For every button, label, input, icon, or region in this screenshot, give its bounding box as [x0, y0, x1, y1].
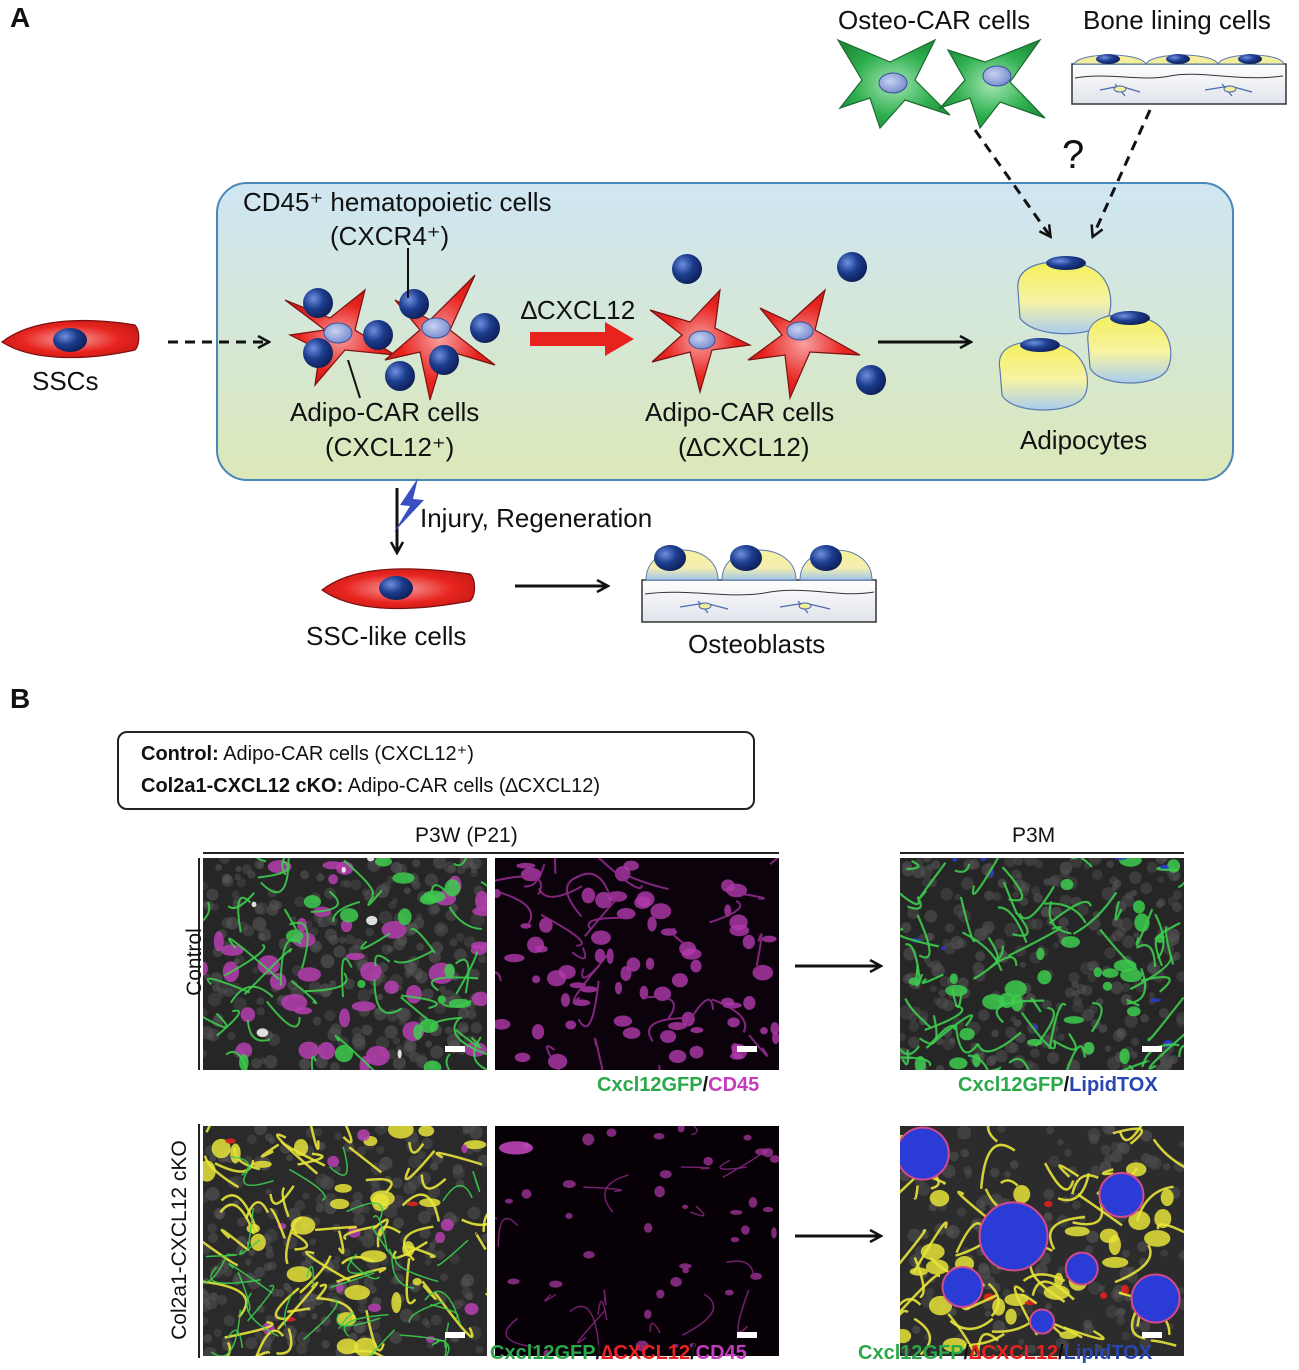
panel-a-diagram	[0, 38, 1287, 623]
injury-label: Injury, Regeneration	[420, 503, 653, 533]
caption-kl-gfp: Cxcl12GFP	[490, 1342, 596, 1364]
hematopoietic-label: CD45⁺ hematopoietic cells	[243, 187, 552, 217]
row-cko-rule	[198, 1124, 200, 1358]
genotype-legend: Control: Adipo-CAR cells (CXCL12⁺) Col2a…	[117, 731, 755, 810]
caption-control-left: Cxcl12GFP/CD45	[597, 1074, 759, 1097]
adipo-car-deleted-cells	[649, 252, 886, 401]
bone-lining-cells	[1071, 54, 1287, 105]
niche-box	[216, 182, 1234, 481]
header-p3m-rule	[900, 852, 1184, 854]
sscs-label: SSCs	[32, 366, 99, 396]
caption-cko-left: Cxcl12GFP/∆CXCL12/CD45	[490, 1342, 747, 1365]
micrograph-control-p3m	[900, 858, 1184, 1070]
caption-cl-gfp: Cxcl12GFP	[597, 1074, 703, 1096]
cxcr4-label: (CXCR4⁺)	[330, 221, 450, 251]
caption-kr-delta: ∆CXCL12	[969, 1342, 1059, 1364]
caption-kl-delta: ∆CXCL12	[601, 1342, 691, 1364]
adipo-car-left-sub: (CXCL12⁺)	[325, 432, 455, 462]
bone-lining-label: Bone lining cells	[1083, 5, 1271, 35]
legend-control-text: Adipo-CAR cells (CXCL12⁺)	[218, 743, 474, 765]
ssc-cell	[0, 319, 140, 359]
deletion-label: ∆CXCL12	[521, 295, 636, 325]
adipo-car-right-label: Adipo-CAR cells	[645, 397, 835, 427]
caption-kl-cd45: CD45	[695, 1342, 747, 1364]
caption-cl-cd45: CD45	[708, 1074, 760, 1096]
cxcl12-pointer	[347, 359, 361, 399]
row-control-rule	[198, 858, 200, 1070]
caption-kr-sep1: /	[963, 1342, 970, 1364]
caption-kr-gfp: Cxcl12GFP	[858, 1342, 964, 1364]
legend-line-control: Control: Adipo-CAR cells (CXCL12⁺)	[141, 741, 474, 766]
adipo-car-right-sub: (∆CXCL12)	[678, 432, 810, 462]
micrograph-control-merge	[203, 858, 487, 1070]
osteoblasts-label: Osteoblasts	[688, 629, 826, 659]
adipocytes	[998, 256, 1172, 411]
legend-cko-key: Col2a1-CXCL12 cKO:	[141, 775, 344, 797]
adipo-car-cluster	[284, 274, 500, 401]
caption-cr-lipidtox: LipidTOX	[1069, 1074, 1158, 1096]
caption-cr-gfp: Cxcl12GFP	[958, 1074, 1064, 1096]
legend-control-key: Control:	[141, 743, 219, 765]
adipocytes-label: Adipocytes	[1020, 425, 1148, 455]
caption-kl-sep1: /	[595, 1342, 602, 1364]
question-mark: ?	[1062, 133, 1085, 177]
adipo-car-left-label: Adipo-CAR cells	[290, 397, 480, 427]
osteo-car-label: Osteo-CAR cells	[838, 5, 1031, 35]
panel-b-letter: B	[10, 683, 31, 714]
micrograph-control-cd45	[495, 858, 779, 1070]
caption-kr-sep2: /	[1058, 1342, 1064, 1364]
caption-cko-right: Cxcl12GFP/∆CXCL12/LipidTOX	[858, 1342, 1152, 1365]
osteo-car-to-adipocyte-arrow	[973, 129, 1050, 236]
ssc-like-cell	[320, 568, 476, 610]
ssc-like-label: SSC-like cells	[306, 621, 467, 651]
panel-a-letter: A	[10, 2, 31, 33]
micrograph-cko-merge	[203, 1126, 487, 1356]
lightning-icon	[394, 478, 424, 532]
osteoblasts-illustration	[641, 545, 877, 623]
micrograph-cko-cd45	[495, 1126, 779, 1356]
caption-cr-sep: /	[1063, 1074, 1070, 1096]
legend-line-cko: Col2a1-CXCL12 cKO: Adipo-CAR cells (∆CXC…	[141, 775, 600, 798]
legend-cko-text: Adipo-CAR cells (∆CXCL12)	[343, 775, 601, 797]
osteo-car-cells	[836, 38, 1046, 130]
header-p3w-rule	[203, 852, 779, 854]
bone-lining-to-adipocyte-arrow	[1093, 109, 1152, 236]
caption-cl-sep: /	[702, 1074, 709, 1096]
header-p3w: P3W (P21)	[415, 824, 518, 847]
row-label-cko: Col2a1-CXCL12 cKO	[167, 1140, 191, 1340]
caption-kr-lipidtox: LipidTOX	[1063, 1342, 1153, 1364]
caption-control-right: Cxcl12GFP/LipidTOX	[958, 1074, 1158, 1097]
deletion-arrow	[530, 322, 634, 356]
micrograph-cko-p3m	[900, 1126, 1184, 1356]
caption-kl-sep2: /	[690, 1342, 696, 1364]
header-p3m: P3M	[1012, 824, 1056, 847]
